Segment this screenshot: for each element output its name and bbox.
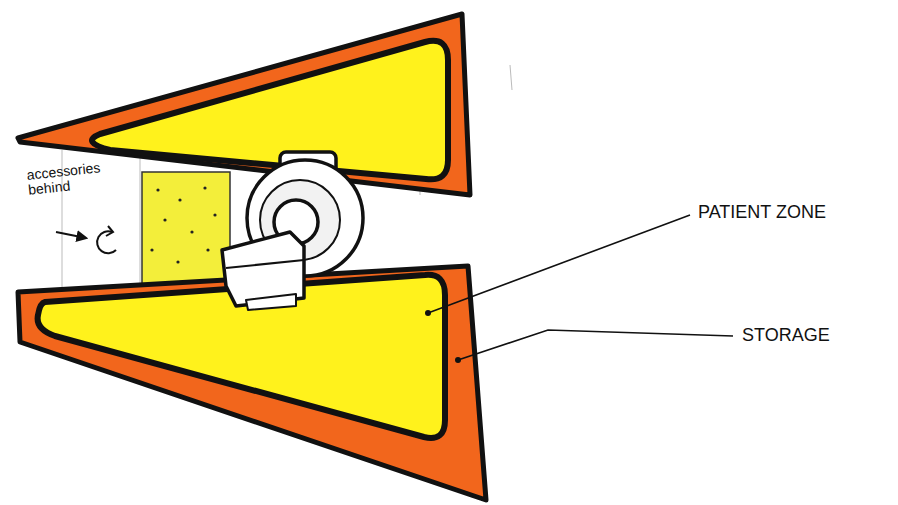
accessories-arrows [56, 226, 116, 253]
callout-label: STORAGE [742, 326, 882, 346]
leader-dots [425, 310, 461, 363]
leader-lines [428, 215, 733, 360]
floor-wedge [18, 266, 486, 500]
mri-scanner [222, 152, 363, 310]
callout-label: PATIENT ZONE [698, 203, 868, 223]
note-text: accessories behind [26, 158, 124, 199]
